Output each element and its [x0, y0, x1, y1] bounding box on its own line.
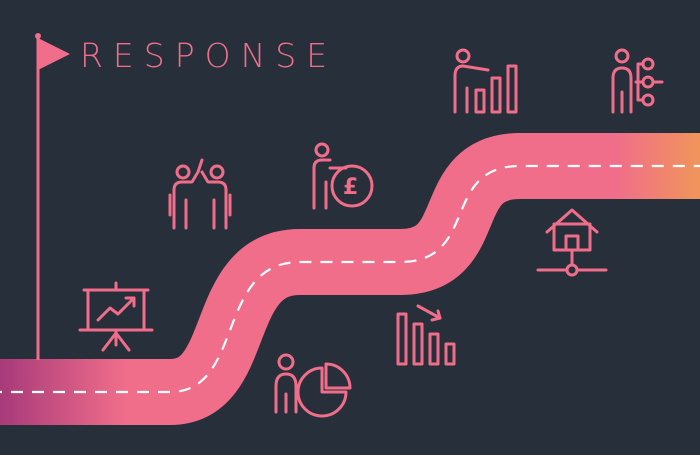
person-pound-coin-icon: £	[312, 142, 374, 210]
winding-road	[0, 133, 700, 425]
person-pie-chart-icon	[274, 353, 352, 418]
svg-text:£: £	[343, 175, 358, 200]
declining-bar-chart-icon	[396, 304, 456, 366]
presentation-board-icon	[78, 281, 154, 352]
finish-flag-icon	[35, 33, 70, 360]
high-five-icon	[168, 158, 232, 230]
home-network-icon	[536, 208, 608, 277]
page-title: RESPONSE	[80, 36, 338, 75]
road-dashed-centerline	[0, 164, 700, 394]
person-network-icon	[611, 48, 664, 114]
presenter-bar-chart-icon	[453, 48, 518, 114]
